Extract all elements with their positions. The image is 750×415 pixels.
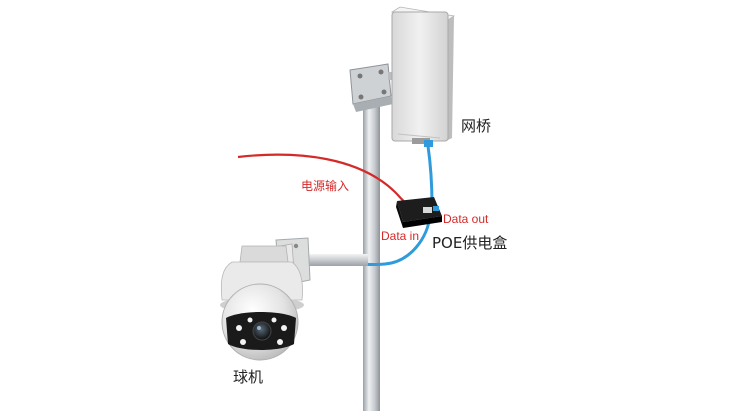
wireless-bridge-panel: [390, 6, 456, 147]
data-out-cable: [426, 145, 434, 206]
dome-camera-label: 球机: [233, 368, 264, 386]
bridge-label: 网桥: [461, 117, 492, 135]
mounting-pole: [363, 96, 380, 411]
data-out-label: Data out: [443, 212, 489, 226]
poe-box-label: POE供电盒: [432, 234, 508, 252]
pole-top-bracket: [349, 63, 402, 112]
power-input-label: 电源输入: [301, 179, 350, 193]
data-in-label: Data in: [381, 229, 420, 243]
power-cable: [237, 153, 407, 204]
poe-injector-box: [396, 197, 442, 228]
ptz-dome-camera: [220, 245, 304, 361]
